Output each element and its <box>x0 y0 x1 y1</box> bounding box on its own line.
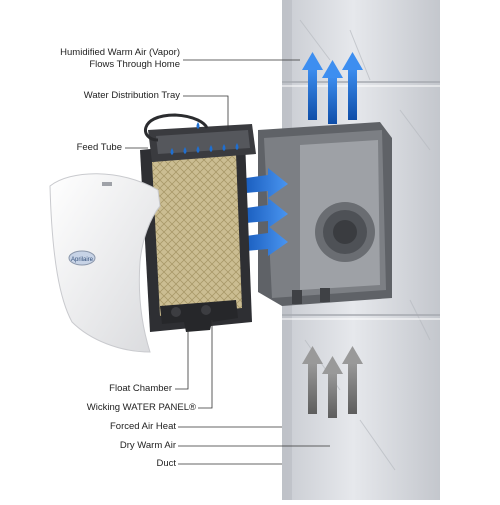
vapor-arrow <box>342 52 363 120</box>
label-float-chamber: Float Chamber <box>109 383 172 394</box>
vapor-arrows <box>302 52 363 124</box>
water-panel-assembly <box>140 113 256 332</box>
airflow-arrow <box>246 198 288 228</box>
label-dry-warm-air: Dry Warm Air <box>119 440 176 451</box>
front-cover: Aprilaire <box>49 173 161 353</box>
leader-lines <box>125 59 330 465</box>
humidifier-housing <box>258 122 392 306</box>
leader-float-chamber <box>175 330 189 390</box>
leader-tray <box>183 95 229 130</box>
leader-water-panel <box>198 320 213 409</box>
label-wicking-water-panel: Wicking WATER PANEL® <box>86 402 196 413</box>
label-forced-air-heat: Forced Air Heat <box>110 421 176 432</box>
dry-air-arrow <box>322 356 343 418</box>
cover-logo: Aprilaire <box>71 257 94 263</box>
label-water-distribution-tray: Water Distribution Tray <box>83 90 180 101</box>
water-drops <box>170 122 239 155</box>
label-humidified-line1: Humidified Warm Air (Vapor) <box>60 47 180 58</box>
airflow-arrow <box>246 168 288 198</box>
dry-air-arrows <box>302 346 363 418</box>
dry-air-arrow <box>342 346 363 414</box>
label-humidified-line2: Flows Through Home <box>89 59 180 70</box>
label-duct: Duct <box>156 458 176 469</box>
label-feed-tube: Feed Tube <box>76 142 122 153</box>
label-humidified-air: Humidified Warm Air (Vapor) Flows Throug… <box>60 47 180 71</box>
dry-air-arrow <box>302 346 323 414</box>
vapor-arrow <box>322 60 343 124</box>
airflow-arrows <box>246 168 288 256</box>
airflow-arrow <box>246 226 288 256</box>
vapor-arrow <box>302 52 323 120</box>
